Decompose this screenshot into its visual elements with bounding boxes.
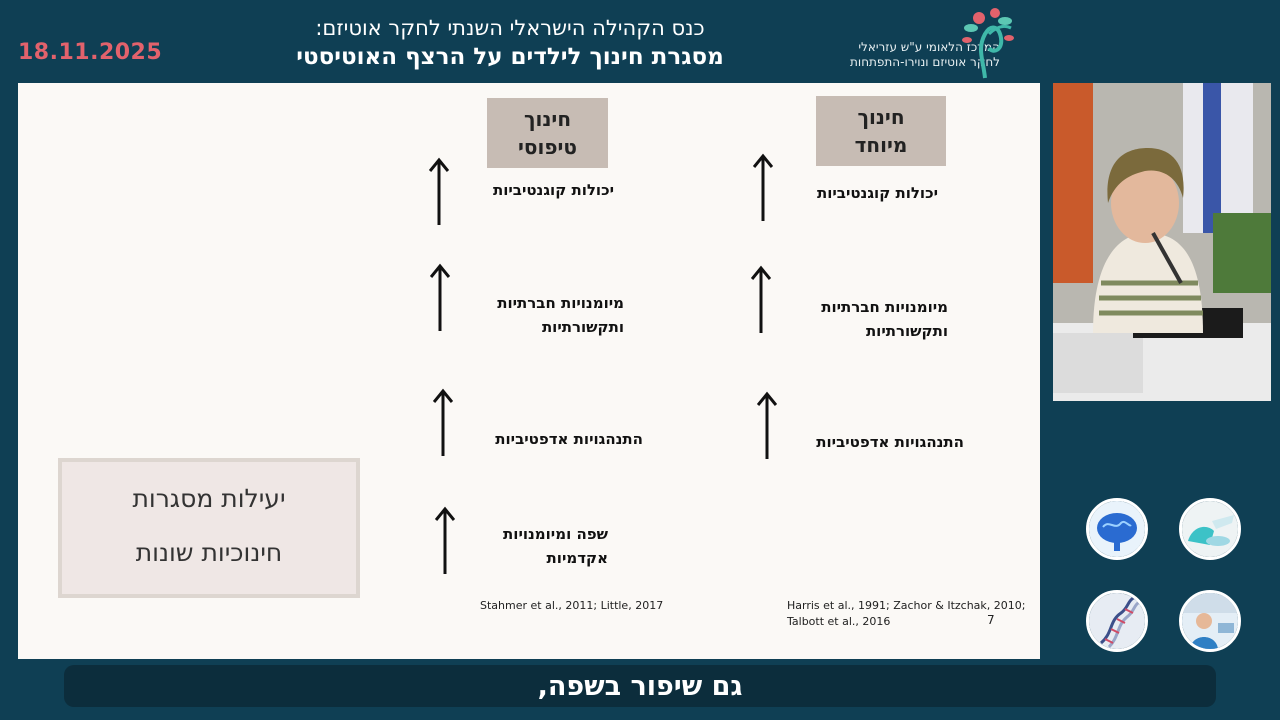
special-cognitive-item: יכולות קוגנטיביות bbox=[816, 184, 938, 202]
typical-education-reference: Stahmer et al., 2011; Little, 2017 bbox=[480, 599, 664, 612]
speaker-video bbox=[1053, 83, 1271, 401]
header: 18.11.2025 כנס הקהילה הישראלי השנתי לחקר… bbox=[0, 0, 1280, 82]
live-caption: גם שיפור בשפה, bbox=[64, 665, 1216, 707]
special-social-item: מיומנויות חברתיות ותקשורתיות bbox=[821, 298, 948, 340]
special-adaptive-item: התנהגויות אדפטיביות bbox=[816, 433, 964, 451]
conference-title-block: כנס הקהילה הישראלי השנתי לחקר אוטיזם: מס… bbox=[230, 14, 790, 72]
up-arrow-icon bbox=[435, 506, 455, 574]
logo-tree-icon bbox=[962, 8, 1014, 79]
up-arrow-icon bbox=[753, 153, 773, 221]
up-arrow-icon bbox=[751, 265, 771, 333]
researcher-icon bbox=[1179, 590, 1241, 652]
dna-icon bbox=[1086, 590, 1148, 652]
typical-cognitive-item: יכולות קוגנטיביות bbox=[492, 181, 614, 199]
logo-line2: לחקר אוטיזם ונוירו-התפתחות bbox=[850, 55, 1000, 69]
special-education-reference: Harris et al., 1991; Zachor & Itzchak, 2… bbox=[787, 599, 1026, 628]
event-date: 18.11.2025 bbox=[18, 40, 163, 65]
azrieli-logo: המרכז הלאומי ע"ש עזריאלי לחקר אוטיזם ונו… bbox=[840, 4, 1030, 80]
typical-social-item: מיומנויות חברתיות ותקשורתיות bbox=[497, 294, 624, 336]
lab-gloves-icon bbox=[1179, 498, 1241, 560]
typical-adaptive-item: התנהגויות אדפטיביות bbox=[495, 430, 643, 448]
slide-page-number: 7 bbox=[987, 613, 995, 627]
session-title: מסגרת חינוך לילדים על הרצף האוטיסטי bbox=[296, 44, 724, 70]
up-arrow-icon bbox=[433, 388, 453, 456]
special-education-heading: חינוך מיוחד bbox=[816, 96, 946, 166]
up-arrow-icon bbox=[429, 157, 449, 225]
logo-text: המרכז הלאומי ע"ש עזריאלי לחקר אוטיזם ונו… bbox=[840, 40, 1000, 70]
summary-box: יעילות מסגרות חינוכיות שונות bbox=[58, 458, 360, 598]
brain-icon bbox=[1086, 498, 1148, 560]
up-arrow-icon bbox=[757, 391, 777, 459]
typical-language-item: שפה ומיומנויות אקדמיות bbox=[503, 525, 608, 567]
speaker-video-frame bbox=[1053, 83, 1271, 401]
presentation-slide: חינוך מיוחד יכולות קוגנטיביות מיומנויות … bbox=[18, 83, 1040, 659]
up-arrow-icon bbox=[430, 263, 450, 331]
typical-education-heading: חינוך טיפוסי bbox=[487, 98, 608, 168]
logo-line1: המרכז הלאומי ע"ש עזריאלי bbox=[858, 40, 1000, 54]
conference-title: כנס הקהילה הישראלי השנתי לחקר אוטיזם: bbox=[315, 16, 705, 40]
